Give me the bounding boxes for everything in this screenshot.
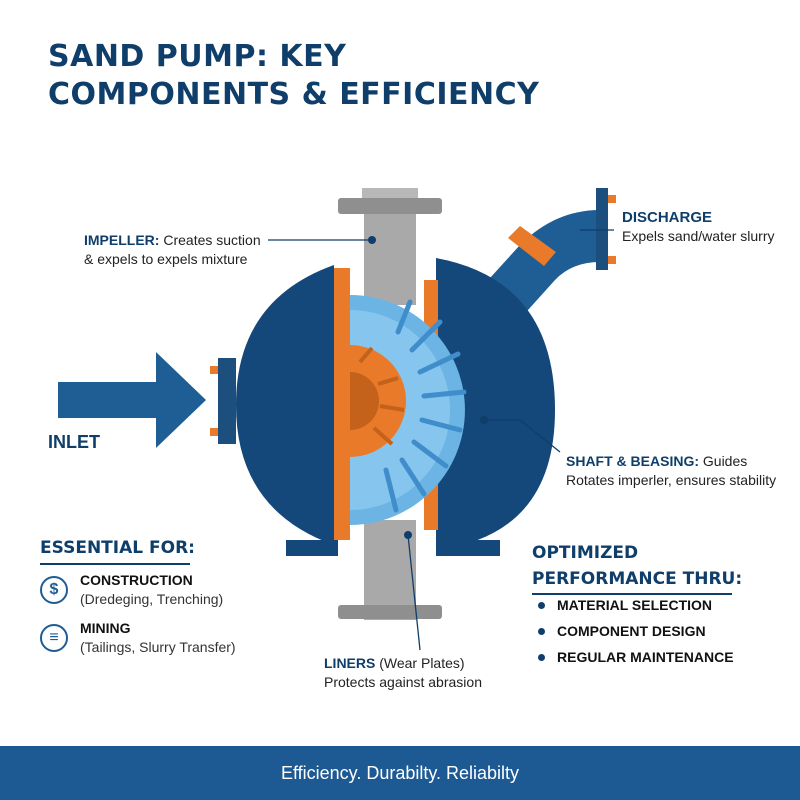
impeller-label: IMPELLER: Creates suction & expels to ex… — [84, 232, 261, 267]
liners-leader — [407, 534, 421, 651]
inlet-label: INLET — [48, 432, 100, 452]
discharge-label: DISCHARGE Expels sand/water slurry — [622, 209, 775, 244]
shaft-leader — [484, 419, 561, 453]
dollar-icon: $ — [40, 576, 68, 604]
left-volute — [236, 265, 334, 545]
liners-label: LINERS (Wear Plates) Protects against ab… — [324, 655, 482, 690]
liner-left — [334, 268, 350, 540]
title-line-2: COMPONENTS & EFFICIENCY — [48, 77, 540, 112]
impeller-vanes — [383, 299, 467, 513]
mining-icon: ≡ — [40, 624, 68, 652]
inlet-flange — [218, 358, 236, 444]
bullet-icon — [538, 627, 545, 635]
bullet-icon — [538, 601, 545, 609]
title-line-1: SAND PUMP: KEY — [48, 39, 347, 74]
list-item: REGULAR MAINTENANCE — [538, 649, 734, 665]
use-mining: ≡ MINING (Tailings, Slurry Transfer) — [40, 620, 236, 655]
essential-underline — [40, 563, 190, 565]
right-volute — [436, 258, 555, 550]
shaft-label: SHAFT & BEASING: Guides Rotates imperler… — [566, 453, 777, 488]
discharge-orange-band — [508, 226, 556, 266]
bullet-icon — [538, 653, 545, 661]
inlet-arrow — [58, 352, 206, 448]
discharge-flange — [596, 188, 608, 270]
shaft-flange-top — [338, 198, 442, 214]
list-item: MATERIAL SELECTION — [538, 597, 734, 613]
shaft-flange-bottom — [338, 605, 442, 619]
optimized-list: MATERIAL SELECTION COMPONENT DESIGN REGU… — [538, 597, 734, 675]
page-title: SAND PUMP: KEY COMPONENTS & EFFICIENCY — [48, 38, 648, 114]
use-construction: $ CONSTRUCTION (Dredeging, Trenching) — [40, 572, 223, 607]
optimized-underline — [532, 593, 732, 595]
footer-tagline: Efficiency. Durabilty. Reliabilty — [280, 762, 520, 783]
footer-banner: Efficiency. Durabilty. Reliabilty — [0, 746, 800, 800]
optimized-title: OPTIMIZED PERFORMANCE THRU: — [532, 543, 743, 589]
essential-title: ESSENTIAL FOR: — [40, 538, 195, 558]
list-item: COMPONENT DESIGN — [538, 623, 734, 639]
